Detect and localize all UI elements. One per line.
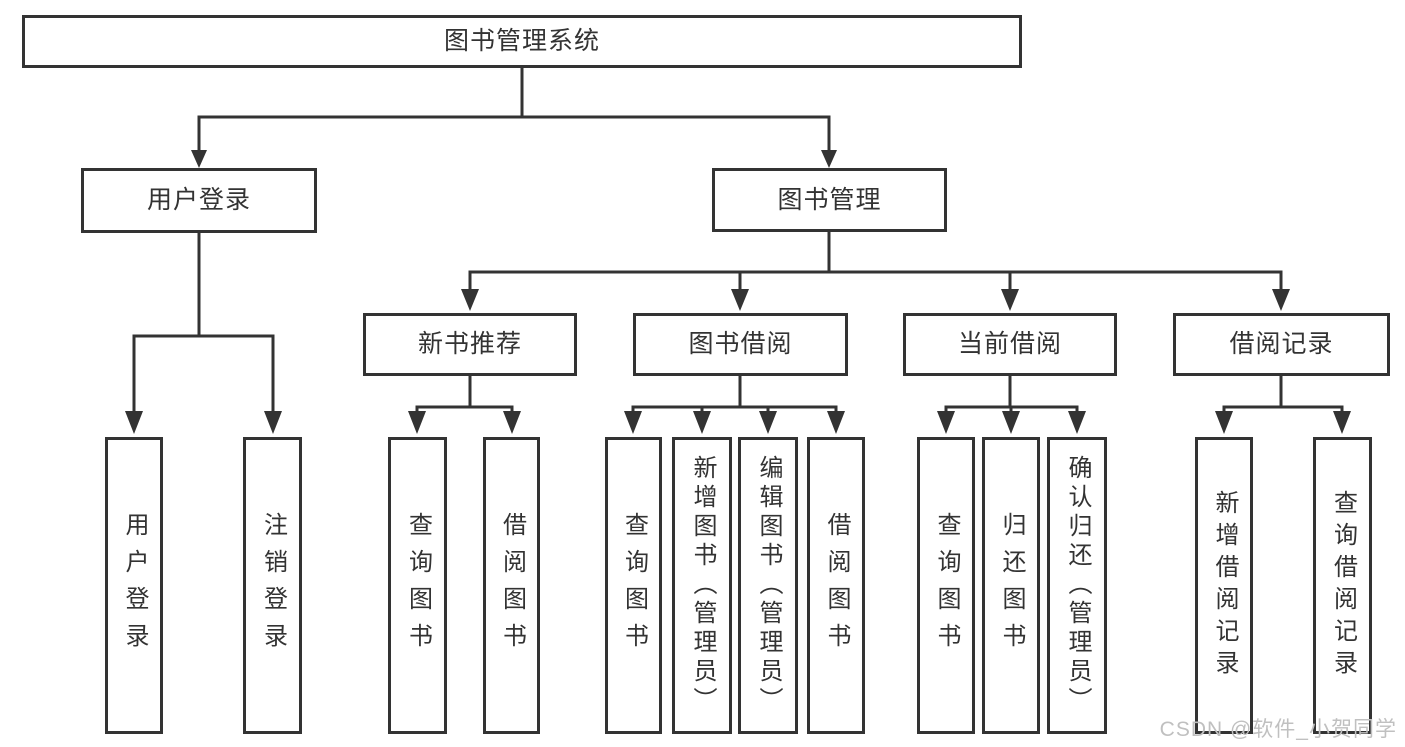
node-borrow-record-label: 借阅记录 [1229,330,1334,358]
leaf-query-books-3-label: 查询图书 [933,511,960,660]
leaf-confirm-return-admin: 确认归还（管理员） [1047,437,1107,734]
leaf-user-login: 用户登录 [105,437,163,734]
node-new-book-recommend: 新书推荐 [363,313,577,376]
node-current-borrow: 当前借阅 [903,313,1117,376]
node-root: 图书管理系统 [22,15,1022,68]
leaf-add-book-admin: 新增图书（管理员） [672,437,732,734]
node-user-login-label: 用户登录 [146,186,251,214]
leaf-user-login-label: 用户登录 [121,511,148,660]
leaf-add-borrow-record: 新增借阅记录 [1195,437,1253,734]
leaf-confirm-return-admin-label: 确认归还（管理员） [1064,455,1091,716]
leaf-query-books-1: 查询图书 [388,437,447,734]
leaf-return-book-label: 归还图书 [998,511,1025,660]
csdn-watermark: CSDN @软件_小贺同学 [1159,718,1397,741]
leaf-borrow-books-1: 借阅图书 [483,437,540,734]
leaf-query-borrow-record: 查询借阅记录 [1313,437,1372,734]
leaf-return-book: 归还图书 [982,437,1040,734]
leaf-borrow-books-1-label: 借阅图书 [498,511,526,660]
leaf-query-books-3: 查询图书 [917,437,975,734]
leaf-borrow-books-2: 借阅图书 [807,437,865,734]
node-root-label: 图书管理系统 [443,27,600,55]
leaf-query-books-2-label: 查询图书 [620,511,648,660]
node-book-management-label: 图书管理 [777,185,882,214]
leaf-logout-label: 注销登录 [259,511,287,660]
leaf-query-borrow-record-label: 查询借阅记录 [1329,489,1357,682]
leaf-edit-book-admin-label: 编辑图书（管理员） [755,455,782,716]
leaf-edit-book-admin: 编辑图书（管理员） [738,437,798,734]
leaf-add-borrow-record-label: 新增借阅记录 [1211,489,1238,682]
node-borrow-record: 借阅记录 [1173,313,1390,376]
node-book-management: 图书管理 [712,168,947,232]
leaf-logout: 注销登录 [243,437,302,734]
node-current-borrow-label: 当前借阅 [957,330,1062,358]
leaf-borrow-books-2-label: 借阅图书 [823,511,850,660]
leaf-query-books-2: 查询图书 [605,437,662,734]
node-book-borrow: 图书借阅 [633,313,848,376]
leaf-query-books-1-label: 查询图书 [404,511,432,660]
leaf-add-book-admin-label: 新增图书（管理员） [689,455,716,716]
node-user-login: 用户登录 [81,168,317,233]
node-book-borrow-label: 图书借阅 [688,330,793,358]
node-new-book-recommend-label: 新书推荐 [417,330,522,358]
